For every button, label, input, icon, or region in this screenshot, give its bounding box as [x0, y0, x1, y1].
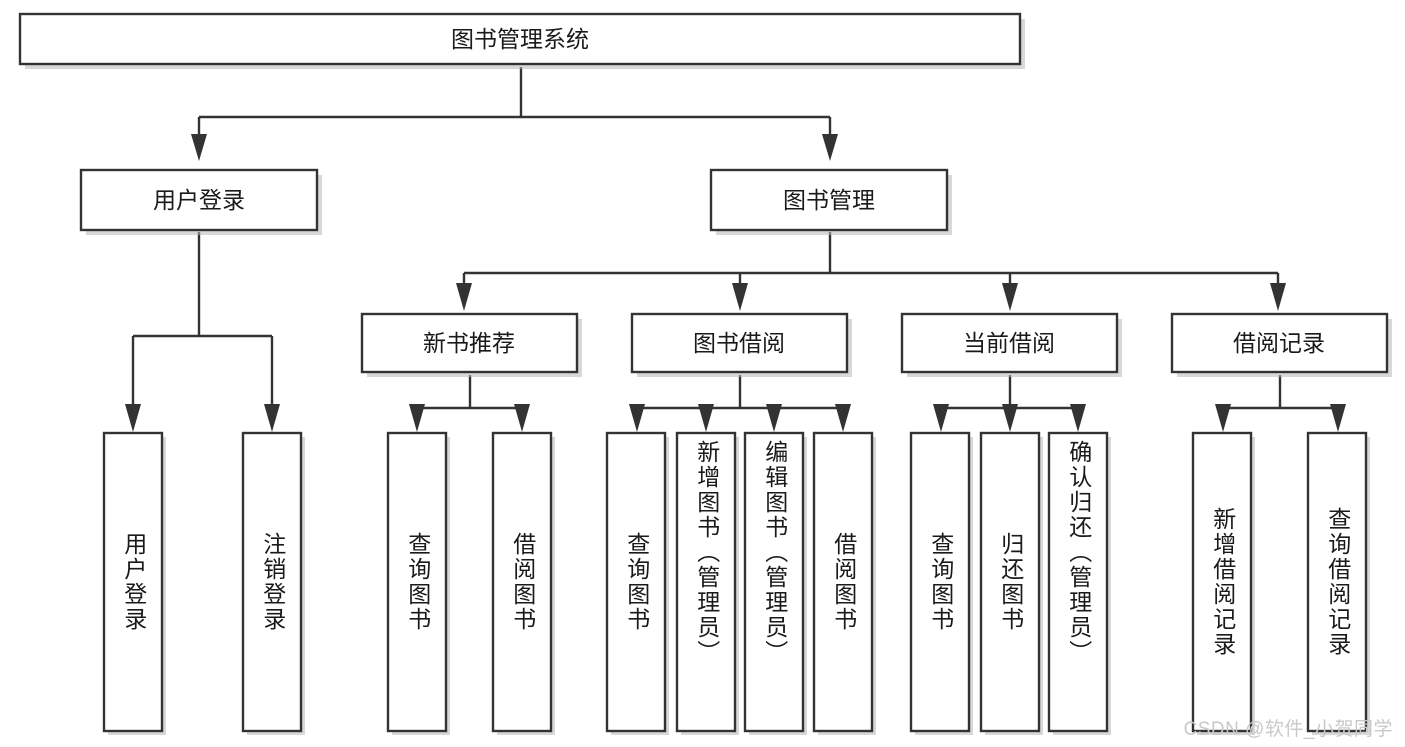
- new-book-recommend-label: 新书推荐: [423, 330, 515, 356]
- user-login-label: 用户登录: [153, 187, 245, 213]
- leaf-node-user-login[interactable]: [102, 431, 166, 735]
- book-borrow-label: 图书借阅: [693, 330, 785, 356]
- root-label: 图书管理系统: [451, 26, 589, 52]
- edge-group-new-book-to-leaves: [409, 375, 530, 432]
- edge-group-borrow-record-to-leaves: [1215, 375, 1346, 432]
- leaf-logout-box[interactable]: [241, 431, 303, 733]
- arrowhead-leaf-add-book: [698, 404, 714, 432]
- arrowhead-leaf-add-record: [1215, 404, 1231, 432]
- leaf-edit-book-box[interactable]: [743, 431, 805, 733]
- arrowhead-leaf-query-book-c: [933, 404, 949, 432]
- arrowhead-leaf-user-login: [125, 404, 141, 432]
- edge-group-book-mgmt-to-level3: [456, 232, 1286, 311]
- leaf-add-book-box[interactable]: [675, 431, 737, 733]
- arrowhead-leaf-query-record: [1330, 404, 1346, 432]
- node-book-management[interactable]: 图书管理: [709, 168, 952, 235]
- leaf-node-logout[interactable]: [241, 431, 305, 735]
- arrowhead-book-mgmt: [822, 134, 838, 161]
- arrowhead-leaf-confirm-return: [1070, 404, 1086, 432]
- node-new-book-recommend[interactable]: 新书推荐: [360, 312, 582, 377]
- book-management-box[interactable]: [709, 168, 949, 232]
- arrowhead-leaf-query-book-a: [409, 404, 425, 432]
- leaf-node-query-book-b[interactable]: [605, 431, 669, 735]
- leaf-node-return-book[interactable]: [979, 431, 1043, 735]
- leaf-user-login-box[interactable]: [102, 431, 164, 733]
- leaf-query-book-c-box[interactable]: [909, 431, 971, 733]
- current-borrow-box[interactable]: [900, 312, 1119, 374]
- leaf-node-add-record[interactable]: [1191, 431, 1255, 735]
- arrowhead-book-borrow: [732, 283, 748, 311]
- leaf-node-query-book-a[interactable]: [386, 431, 450, 735]
- leaf-node-borrow-book-b[interactable]: [812, 431, 876, 735]
- root-box[interactable]: [18, 12, 1022, 66]
- leaf-node-query-book-c[interactable]: [909, 431, 973, 735]
- leaf-confirm-return-box[interactable]: [1047, 431, 1109, 733]
- book-management-label: 图书管理: [783, 187, 875, 213]
- node-book-borrow[interactable]: 图书借阅: [630, 312, 852, 377]
- book-borrow-box[interactable]: [630, 312, 849, 374]
- node-current-borrow[interactable]: 当前借阅: [900, 312, 1122, 377]
- leaf-borrow-book-a-box[interactable]: [491, 431, 553, 733]
- current-borrow-label: 当前借阅: [963, 330, 1055, 356]
- leaf-node-borrow-book-a[interactable]: [491, 431, 555, 735]
- edge-group-root-to-level2: [191, 67, 838, 161]
- leaf-node-edit-book[interactable]: [743, 431, 807, 735]
- leaf-node-confirm-return[interactable]: [1047, 431, 1111, 735]
- node-borrow-record[interactable]: 借阅记录: [1170, 312, 1392, 377]
- edge-group-book-borrow-to-leaves: [629, 375, 851, 432]
- leaf-add-record-box[interactable]: [1191, 431, 1253, 733]
- arrowhead-leaf-edit-book: [766, 404, 782, 432]
- arrowhead-new-book-recommend: [456, 283, 472, 311]
- leaf-query-book-b-box[interactable]: [605, 431, 667, 733]
- leaf-query-record-box[interactable]: [1306, 431, 1368, 733]
- leaf-node-query-record[interactable]: [1306, 431, 1370, 735]
- borrow-record-label: 借阅记录: [1233, 330, 1325, 356]
- arrowhead-leaf-logout: [264, 404, 280, 432]
- arrowhead-current-borrow: [1002, 283, 1018, 311]
- arrowhead-leaf-borrow-book-b: [835, 404, 851, 432]
- leaf-node-add-book[interactable]: [675, 431, 739, 735]
- leaf-borrow-book-b-box[interactable]: [812, 431, 874, 733]
- node-user-login[interactable]: 用户登录: [79, 168, 322, 235]
- arrowhead-borrow-record: [1270, 283, 1286, 311]
- edge-group-current-borrow-to-leaves: [933, 375, 1086, 432]
- user-login-box[interactable]: [79, 168, 319, 232]
- arrowhead-leaf-query-book-b: [629, 404, 645, 432]
- borrow-record-box[interactable]: [1170, 312, 1389, 374]
- arrowhead-leaf-return-book: [1002, 404, 1018, 432]
- leaf-query-book-a-box[interactable]: [386, 431, 448, 733]
- leaf-return-book-box[interactable]: [979, 431, 1041, 733]
- edge-group-user-login-to-leaves: [125, 232, 280, 432]
- new-book-recommend-box[interactable]: [360, 312, 579, 374]
- arrowhead-leaf-borrow-book-a: [514, 404, 530, 432]
- arrowhead-user-login: [191, 134, 207, 161]
- node-root[interactable]: 图书管理系统: [18, 12, 1025, 69]
